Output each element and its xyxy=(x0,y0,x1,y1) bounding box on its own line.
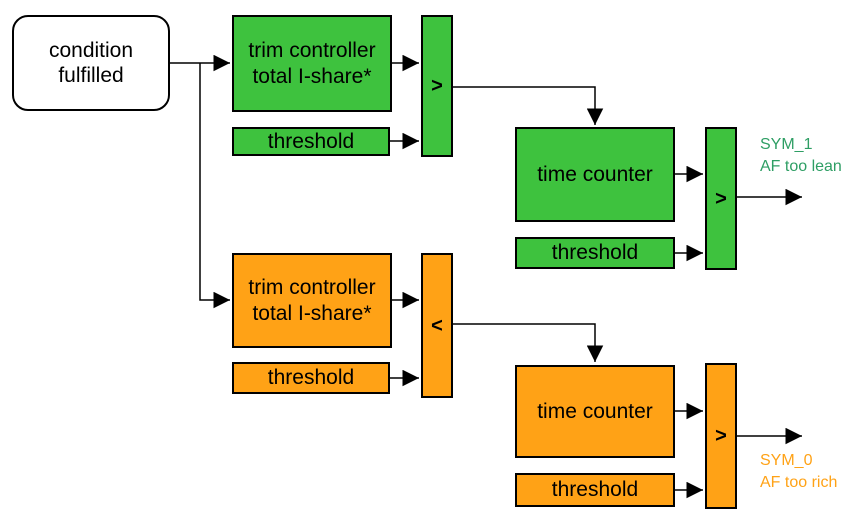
orange-threshold1-node: threshold xyxy=(232,362,390,394)
sym0-output-label: SYM_0 AF too rich xyxy=(760,452,838,492)
green-time-counter-node: time counter xyxy=(515,127,675,222)
orange-threshold2-node: threshold xyxy=(515,473,675,507)
green-trim-controller-node: trim controller total I-share* xyxy=(232,15,392,112)
orange-comparator2-node: > xyxy=(705,363,737,509)
green-threshold2-node: threshold xyxy=(515,237,675,269)
connector-condition-to-orange-trim xyxy=(199,63,230,309)
connector-orange-comparator1-to-time-counter xyxy=(453,323,604,362)
connector-green-comparator1-to-time-counter xyxy=(453,86,604,125)
green-threshold1-node: threshold xyxy=(232,127,390,156)
green-comparator2-node: > xyxy=(705,127,737,270)
orange-trim-controller-node: trim controller total I-share* xyxy=(232,253,392,348)
orange-comparator1-node: < xyxy=(421,253,453,398)
condition-fulfilled-node: condition fulfilled xyxy=(12,15,170,111)
orange-time-counter-node: time counter xyxy=(515,365,675,458)
green-comparator1-node: > xyxy=(421,15,453,157)
sym1-output-label: SYM_1 AF too lean xyxy=(760,136,842,176)
